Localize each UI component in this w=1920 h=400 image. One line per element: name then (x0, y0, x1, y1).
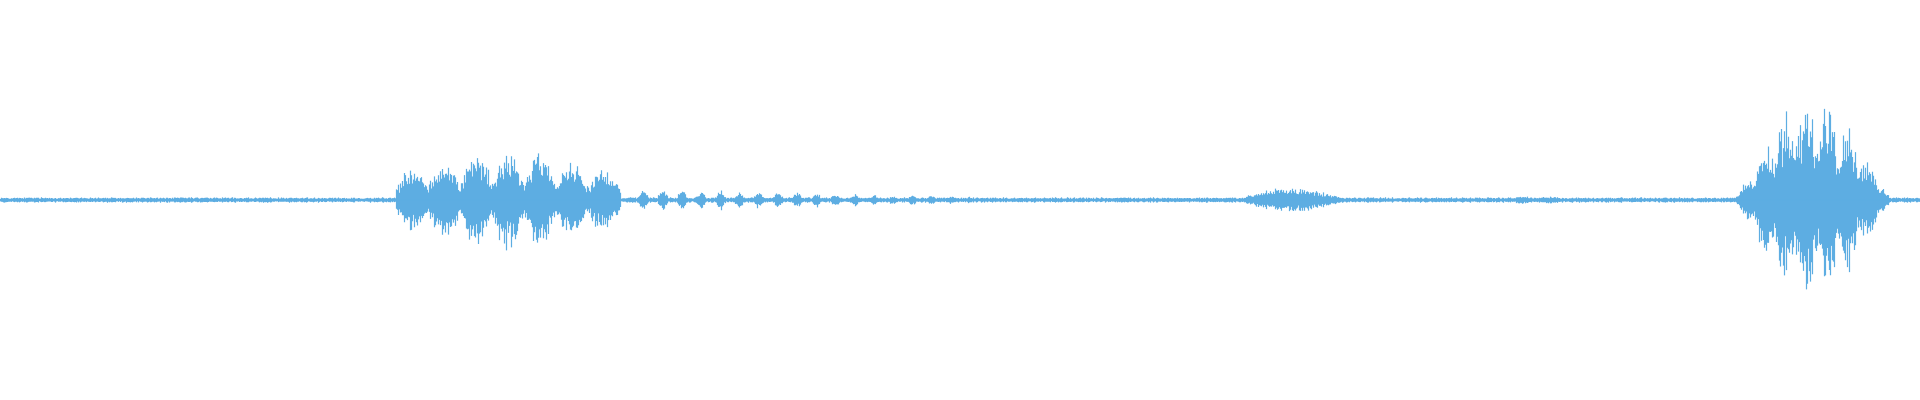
waveform-path (0, 108, 1920, 290)
